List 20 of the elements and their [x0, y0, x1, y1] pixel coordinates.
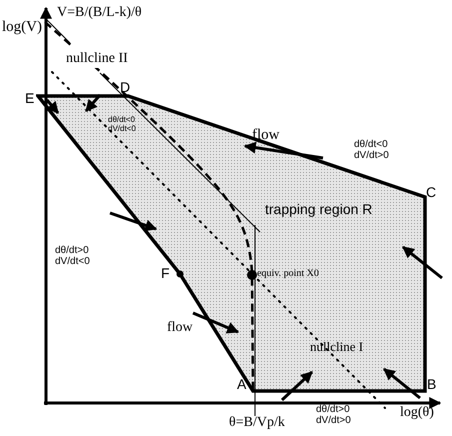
point-label: C: [426, 185, 436, 200]
point-label: A: [237, 377, 246, 392]
axis-label: log(V): [2, 19, 42, 36]
point-label: B: [427, 377, 436, 392]
flow-label: flow: [167, 320, 193, 336]
axis-label: θ=B/Vp/k: [229, 415, 285, 430]
axis-label: log(θ): [400, 405, 434, 420]
point-label: D: [120, 80, 130, 96]
curve-label: nullcline II: [66, 51, 128, 66]
condition-label: dθ/dt>0 dV/dt<0: [55, 245, 90, 267]
condition-label: dθ/dt>0 dV/dt>0: [316, 404, 351, 426]
point-label: equiv. point X0: [257, 268, 319, 279]
region-label: trapping region R: [265, 202, 372, 218]
point-label: F: [161, 266, 170, 282]
equation-label: V=B/(B/L-k)/θ: [57, 5, 142, 20]
curve-label: nullcline I: [310, 340, 364, 354]
condition-label: dθ/dt<0 dV/dt>0: [354, 139, 389, 161]
point-label: E: [25, 91, 34, 106]
trapping-region: [36, 94, 428, 394]
condition-label: dθ/dt<0 dV/dt<0: [108, 116, 136, 134]
